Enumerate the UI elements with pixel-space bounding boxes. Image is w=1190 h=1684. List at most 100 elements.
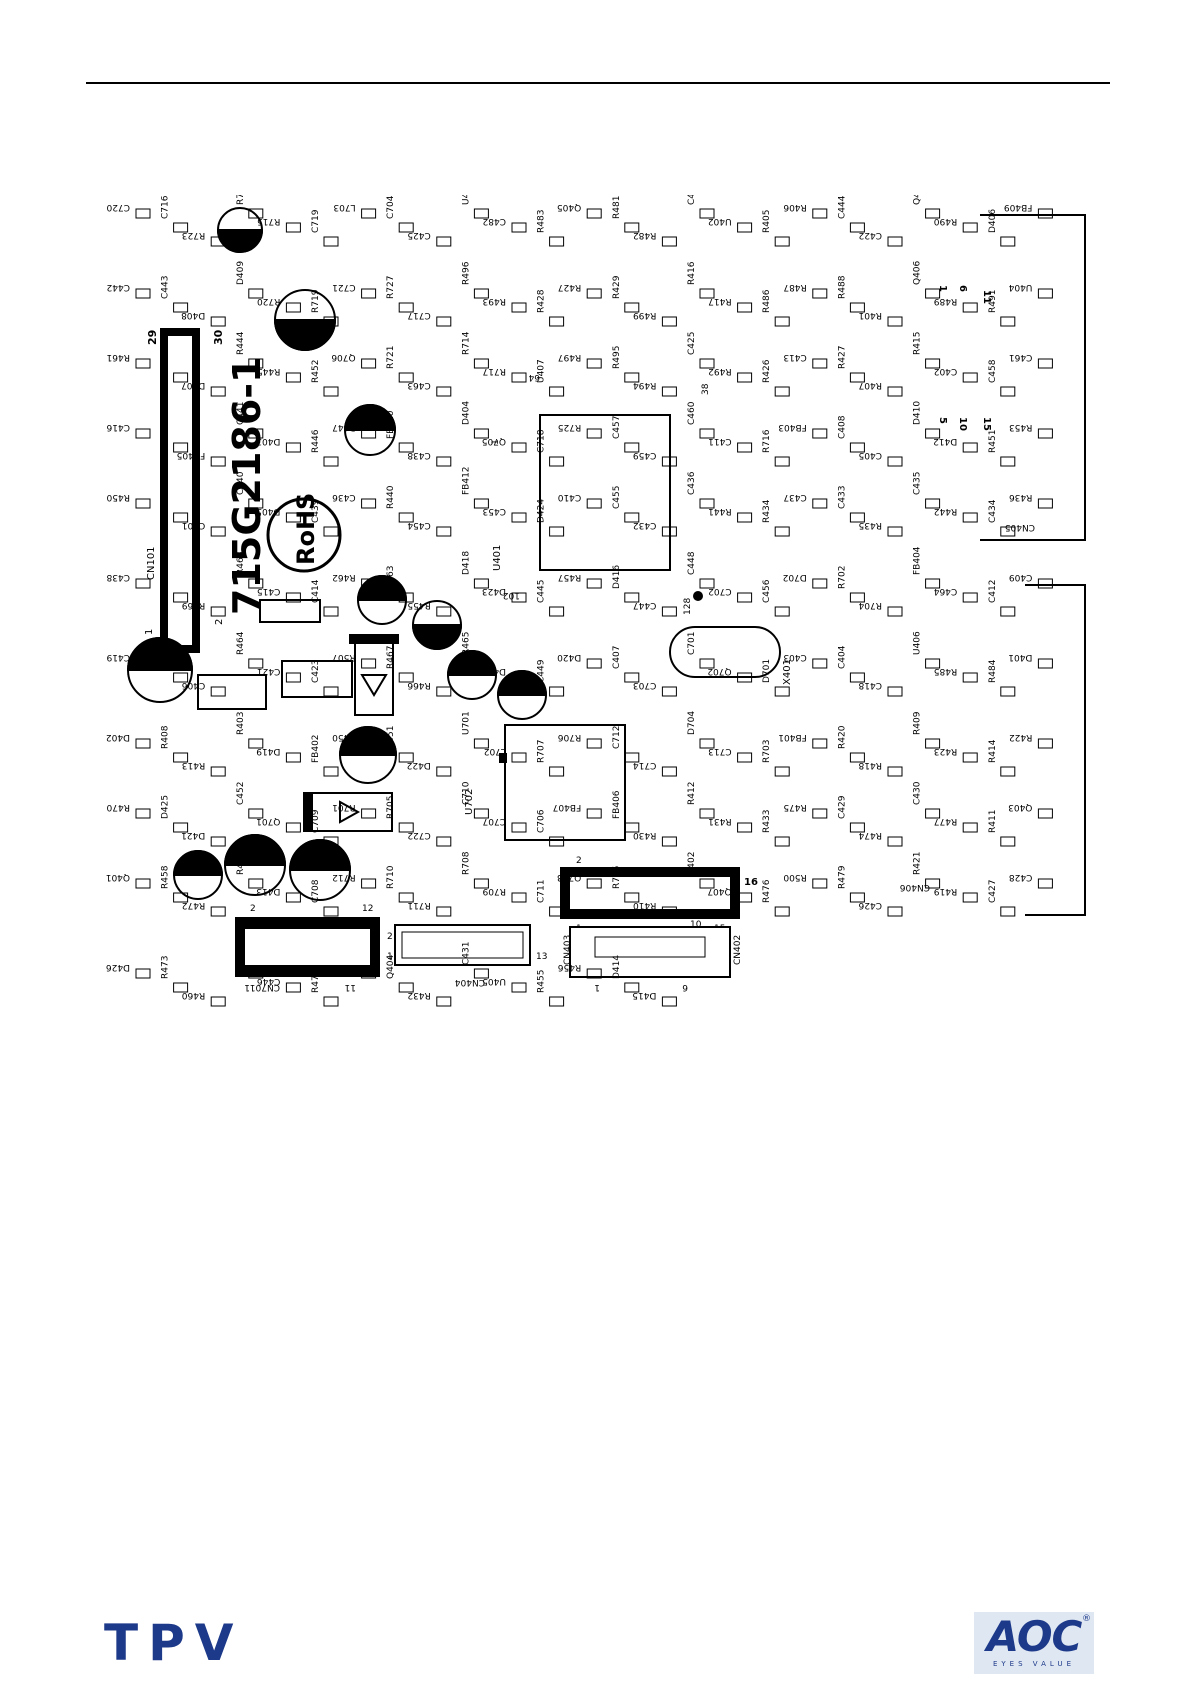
- cn402-connector: CN402 1 6: [569, 926, 743, 992]
- smd-pad: [624, 302, 640, 313]
- component-label: R707: [537, 740, 547, 763]
- smd-pad: [887, 526, 903, 537]
- smd-pad: [549, 316, 565, 327]
- smd-pad: [812, 358, 828, 369]
- component-label: Q705: [482, 436, 506, 446]
- smd-pad: [135, 208, 151, 219]
- component-label: FB407: [553, 802, 582, 812]
- smd-pad: [248, 578, 264, 589]
- component-label: R455: [407, 600, 430, 610]
- smd-pad: [699, 658, 715, 669]
- component-label: R472: [182, 900, 205, 910]
- component-label: R434: [762, 499, 772, 523]
- smd-pad: [361, 658, 377, 669]
- component-label: Q701: [256, 816, 280, 826]
- smd-pad: [210, 456, 226, 467]
- smd-pad: [361, 358, 377, 369]
- component-label: C720: [106, 202, 130, 212]
- component-label: D410: [913, 401, 923, 425]
- smd-pad: [323, 906, 339, 917]
- smd-pad: [812, 288, 828, 299]
- smd-pad: [774, 836, 790, 847]
- smd-pad: [398, 672, 414, 683]
- smd-pad: [210, 606, 226, 617]
- component-label: R451: [988, 430, 998, 453]
- aoc-logo-tagline: EYES VALUE: [992, 1660, 1076, 1668]
- smd-pad: [361, 428, 377, 439]
- component-label: R725: [558, 422, 581, 432]
- smd-pad: [248, 498, 264, 509]
- smd-pad: [436, 236, 452, 247]
- component-label: C407: [612, 646, 622, 669]
- smd-pad: [1000, 236, 1016, 247]
- u401-chip: U401 1 64 102 128 38: [491, 372, 711, 615]
- smd-pad: [511, 372, 527, 383]
- smd-pad: [661, 836, 677, 847]
- smd-pad: [737, 442, 753, 453]
- smd-pad: [661, 386, 677, 397]
- smd-pad: [812, 428, 828, 439]
- smd-pad: [887, 836, 903, 847]
- component-label: R719: [311, 289, 321, 313]
- smd-pad: [173, 372, 189, 383]
- smd-pad: [248, 808, 264, 819]
- smd-pad: [473, 808, 489, 819]
- component-label: R715: [612, 866, 622, 889]
- component-label: C405: [859, 450, 882, 460]
- component-label: R473: [161, 956, 171, 979]
- smd-pad: [887, 236, 903, 247]
- component-label: R427: [837, 346, 847, 369]
- cn404-connector: CN404 1 13 2: [387, 924, 547, 987]
- smd-pad: [962, 372, 978, 383]
- smd-pad: [285, 372, 301, 383]
- smd-pad: [699, 738, 715, 749]
- smd-pad: [699, 878, 715, 889]
- smd-pad: [586, 968, 602, 979]
- smd-pad: [173, 752, 189, 763]
- component-label: R406: [783, 202, 807, 212]
- component-label: R727: [386, 276, 396, 299]
- smd-pad: [962, 672, 978, 683]
- component-label: C482: [483, 216, 506, 226]
- component-label: R507: [332, 652, 355, 662]
- component-label: Q401: [106, 872, 130, 882]
- smd-pad: [436, 526, 452, 537]
- smd-pad: [661, 686, 677, 697]
- component-label: Q403: [1008, 802, 1032, 812]
- smd-pad: [248, 878, 264, 889]
- smd-pad: [1000, 766, 1016, 777]
- component-label: C451: [386, 726, 396, 749]
- u401-label: U401: [492, 545, 503, 571]
- board-part-number: 715G2186-1: [225, 357, 269, 616]
- component-label: R462: [332, 572, 355, 582]
- component-label: FB401: [778, 732, 807, 742]
- smd-pad: [812, 808, 828, 819]
- component-label: R464: [236, 631, 246, 655]
- smd-pad: [624, 752, 640, 763]
- u401-pin1: 1: [491, 439, 501, 445]
- smd-pad: [210, 686, 226, 697]
- smd-pad: [549, 456, 565, 467]
- cn405-pin5: 5: [937, 417, 948, 424]
- smd-pad: [849, 302, 865, 313]
- component-label: C404: [837, 645, 847, 669]
- component-label: R426: [762, 359, 772, 383]
- component-label: R496: [461, 261, 471, 285]
- smd-pad: [210, 316, 226, 327]
- component-label: R708: [461, 851, 471, 875]
- component-label: R703: [762, 740, 772, 763]
- component-label: R428: [537, 289, 547, 313]
- component-label: D417: [482, 666, 506, 676]
- component-label: Q402: [913, 195, 923, 205]
- smd-pad: [361, 738, 377, 749]
- component-label: C454: [407, 520, 431, 530]
- component-label: R455: [537, 970, 547, 993]
- component-label: U701: [461, 711, 471, 735]
- smd-pad: [812, 498, 828, 509]
- component-label: R704: [858, 600, 882, 610]
- component-label: R430: [633, 830, 657, 840]
- component-label: C708: [311, 879, 321, 903]
- component-label: R459: [236, 941, 246, 965]
- component-label: C706: [537, 809, 547, 833]
- smd-pad: [624, 982, 640, 993]
